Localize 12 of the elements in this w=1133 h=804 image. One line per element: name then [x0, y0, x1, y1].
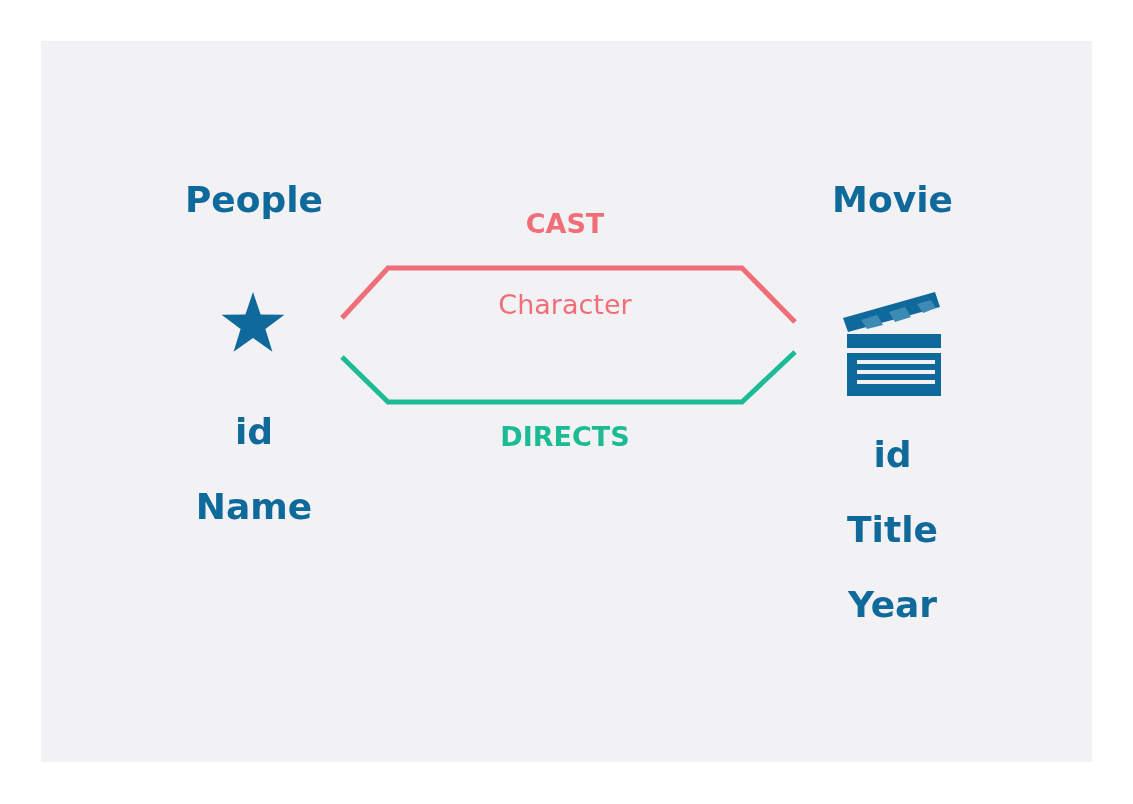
edge-label: CAST	[524, 208, 606, 239]
entity-title: People	[183, 178, 325, 222]
attribute-name: Title	[846, 508, 939, 552]
attribute-name: id	[872, 433, 913, 477]
relationship-line	[340, 350, 797, 405]
attribute-name: Name	[194, 485, 314, 529]
attribute-label: Character	[497, 289, 633, 320]
attribute-name: id	[233, 410, 275, 454]
relationship-line	[340, 265, 797, 324]
attribute-name: Year	[846, 583, 939, 627]
edge-label: DIRECTS	[499, 421, 631, 452]
entity-title: Movie	[831, 178, 954, 222]
